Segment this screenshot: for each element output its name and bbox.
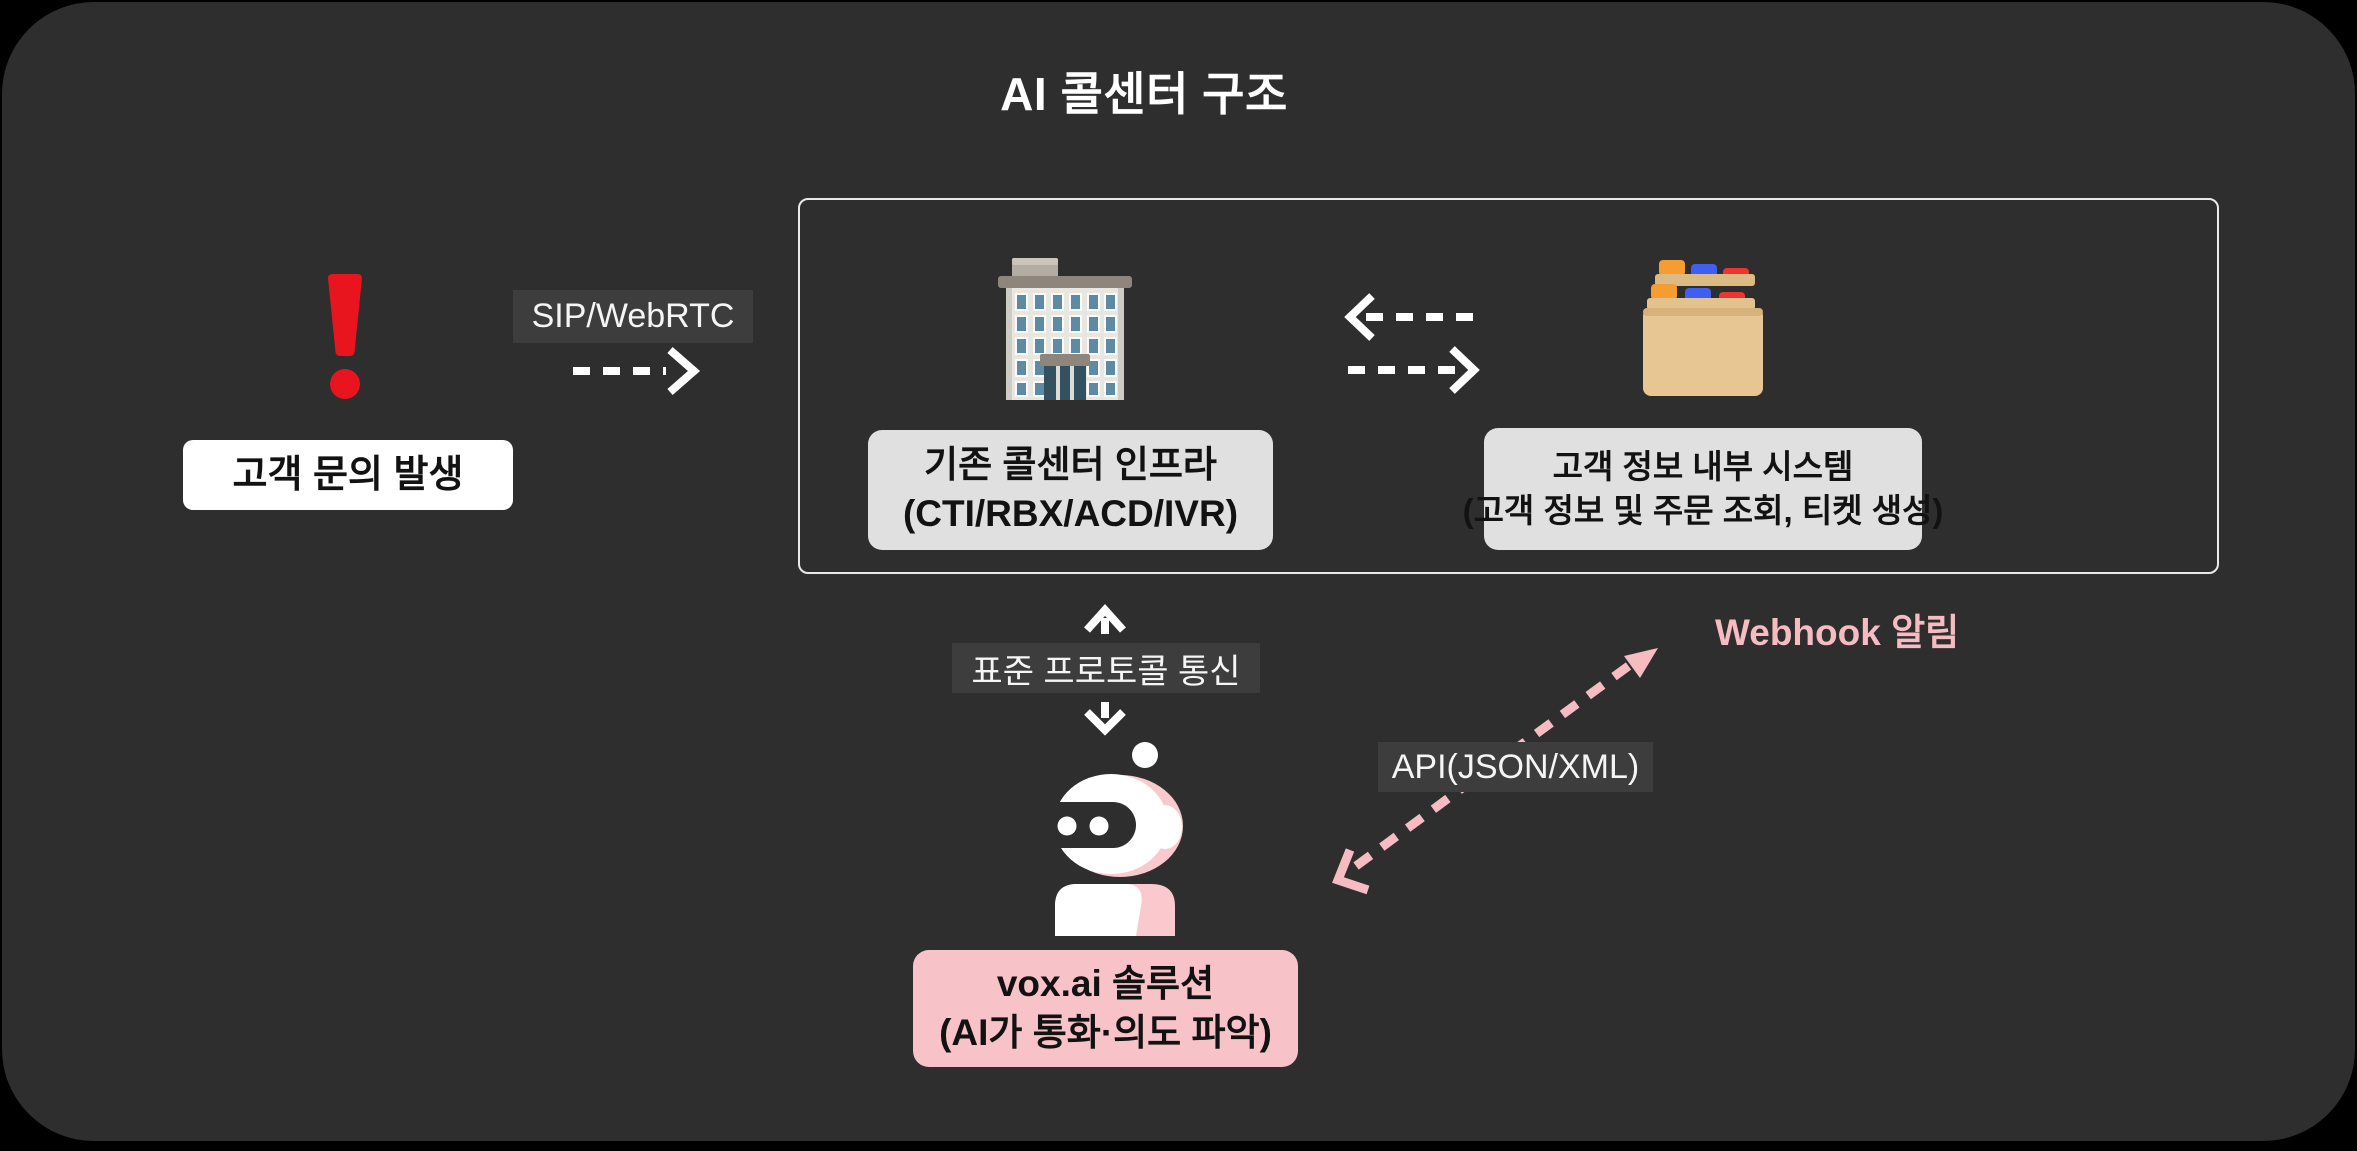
node-customer-system-line2: (고객 정보 및 주문 조회, 티켓 생성) — [1462, 492, 1944, 529]
right-dashed-arrow-icon — [1348, 346, 1480, 394]
exclamation-mark-icon — [328, 274, 362, 399]
node-callcenter-infra: 기존 콜센터 인프라 (CTI/RBX/ACD/IVR) — [868, 430, 1273, 550]
node-customer-system: 고객 정보 내부 시스템 (고객 정보 및 주문 조회, 티켓 생성) — [1463, 428, 1943, 550]
label-sip-webrtc: SIP/WebRTC — [513, 290, 753, 343]
node-voxai-line1: vox.ai 솔루션 — [996, 962, 1215, 1004]
vertical-dashed-arrow-icon — [1084, 604, 1126, 736]
node-customer-inquiry: 고객 문의 발생 — [183, 440, 513, 510]
label-standard-protocol: 표준 프로토콜 통신 — [952, 643, 1260, 693]
node-voxai-solution: vox.ai 솔루션 (AI가 통화·의도 파악) — [913, 950, 1298, 1067]
internal-systems-container — [798, 198, 2219, 574]
ai-robot-icon — [1053, 742, 1183, 936]
node-voxai-line2: (AI가 통화·의도 파악) — [939, 1011, 1272, 1053]
sip-dashed-arrow-icon — [573, 346, 701, 396]
left-dashed-arrow-icon — [1344, 293, 1476, 341]
node-customer-system-line1: 고객 정보 내부 시스템 — [1552, 448, 1854, 486]
node-callcenter-infra-line1: 기존 콜센터 인프라 — [924, 444, 1217, 486]
node-callcenter-infra-line2: (CTI/RBX/ACD/IVR) — [902, 493, 1239, 534]
diagram-title: AI 콜센터 구조 — [1000, 68, 1288, 120]
node-customer-inquiry-label: 고객 문의 발생 — [232, 453, 464, 496]
office-building-icon — [998, 258, 1132, 400]
card-file-box-icon — [1643, 260, 1763, 396]
webhook-notification-label: Webhook 알림 — [1715, 612, 1960, 653]
label-api-json-xml: API(JSON/XML) — [1378, 742, 1653, 792]
